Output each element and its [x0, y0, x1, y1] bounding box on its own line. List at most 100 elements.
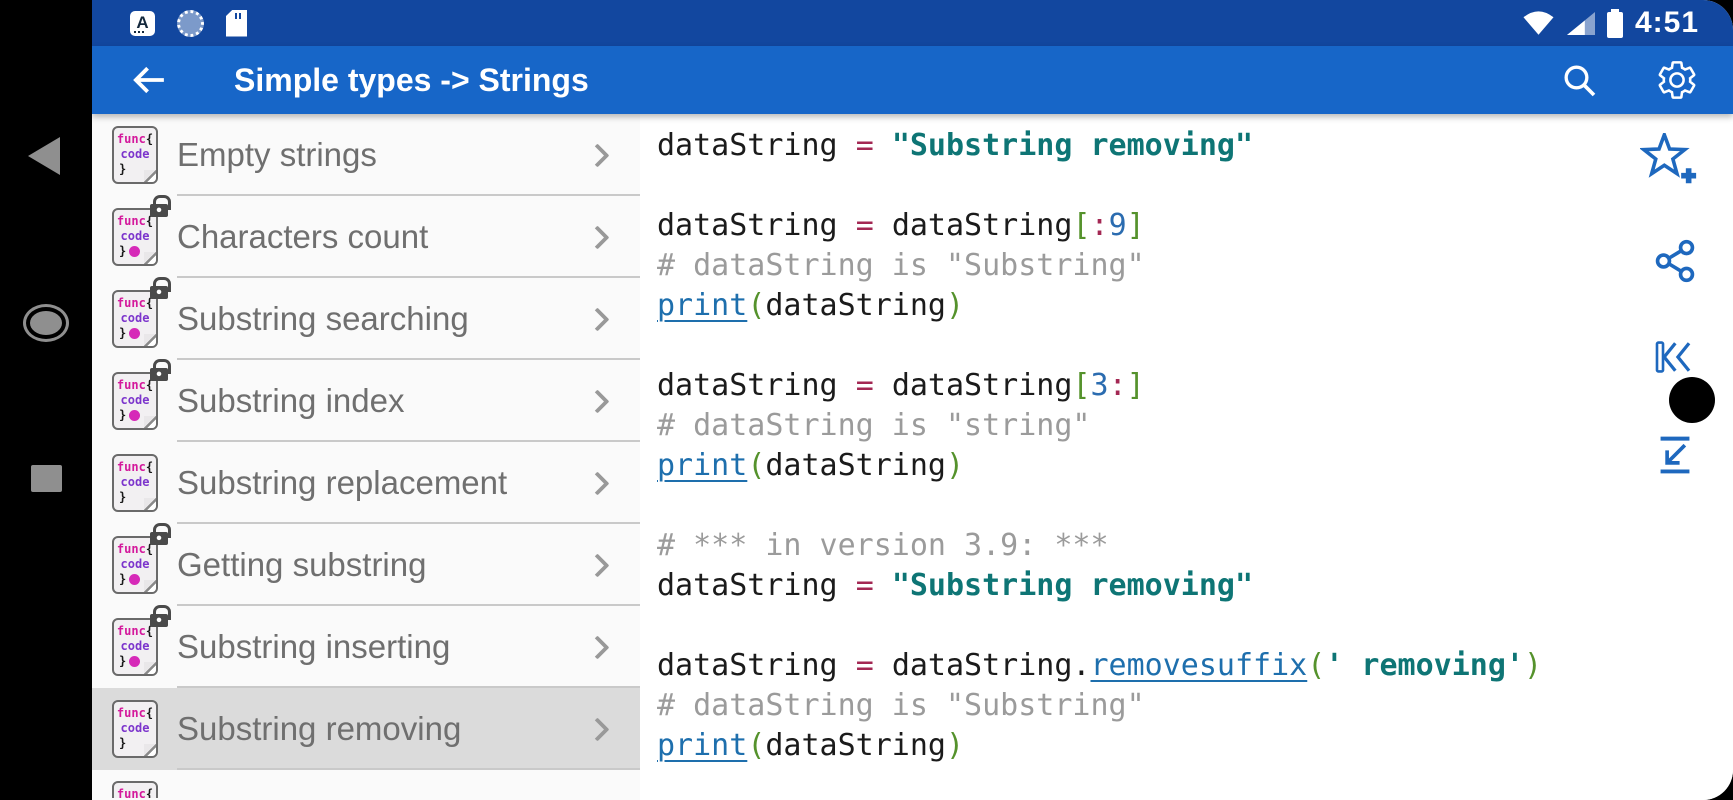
code-line: dataString = "Substring removing"	[657, 566, 1733, 606]
code-function-link[interactable]: removesuffix	[1090, 648, 1308, 683]
progress-dot	[129, 410, 141, 421]
sidebar-item-label: Substring searching	[177, 300, 469, 337]
sidebar-item-label: Substring index	[177, 382, 405, 419]
sidebar-item-substring-searching[interactable]: func{code}Substring searching	[92, 277, 640, 360]
code-recipe-doc-icon: func{code}	[112, 126, 158, 184]
code-line: dataString = dataString.removesuffix(' r…	[657, 646, 1733, 686]
back-arrow-icon[interactable]	[128, 59, 170, 101]
list-divider	[177, 604, 640, 606]
code-line: dataString = dataString[:9]	[657, 206, 1733, 246]
cell-signal-icon	[1566, 11, 1595, 35]
code-token: dataString	[657, 368, 856, 403]
page-title: Simple types -> Strings	[234, 61, 589, 98]
sidebar-item-label: Empty strings	[177, 136, 377, 173]
code-line	[657, 166, 1733, 206]
share-icon[interactable]	[1652, 238, 1698, 289]
code-token: :	[1108, 368, 1127, 403]
code-line: dataString = dataString[3:]	[657, 366, 1733, 406]
code-recipe-doc-icon: func{code}	[112, 277, 171, 348]
code-token: (	[747, 728, 766, 763]
code-recipe-doc-icon: func{code}	[112, 700, 158, 758]
search-icon[interactable]	[1559, 60, 1599, 100]
code-line: # dataString is "Substring"	[657, 686, 1733, 726]
code-token: ' removing'	[1325, 648, 1524, 683]
sidebar-item-characters-count[interactable]: func{code}Characters count	[92, 195, 640, 278]
status-right-cluster: 4:51	[1522, 6, 1699, 40]
code-token: )	[946, 728, 965, 763]
battery-icon	[1606, 8, 1623, 38]
code-line: # dataString is "string"	[657, 406, 1733, 446]
sidebar-item-empty-strings[interactable]: func{code} Empty strings	[92, 114, 640, 196]
sidebar-item-label: Substring replacement	[177, 464, 508, 501]
chevron-right-icon	[585, 388, 610, 414]
sidebar-item-substring-inserting[interactable]: func{code}Substring inserting	[92, 605, 640, 688]
code-token: dataString	[891, 208, 1073, 243]
code-token: dataString	[657, 648, 856, 683]
sidebar-item-label: Characters count	[177, 218, 429, 255]
app-screen: A 4:51 Simple types -	[92, 0, 1733, 800]
list-divider	[177, 276, 640, 278]
code-token: =	[855, 368, 892, 403]
code-token: )	[1524, 648, 1543, 683]
code-line: print(dataString)	[657, 286, 1733, 326]
progress-dot	[129, 574, 141, 585]
sidebar-item-label: Getting substring	[177, 546, 427, 583]
app-bar: Simple types -> Strings	[92, 46, 1733, 114]
code-token: =	[855, 128, 892, 163]
system-nav-bar	[0, 0, 92, 800]
code-token: (	[747, 448, 766, 483]
code-token: =	[855, 568, 892, 603]
sidebar-item-partial[interactable]: func{code}	[92, 770, 640, 798]
code-token: [	[1072, 208, 1091, 243]
sidebar-item-getting-substring[interactable]: func{code}Getting substring	[92, 523, 640, 606]
code-token: dataString	[765, 288, 946, 323]
code-token: (	[1307, 648, 1326, 683]
list-divider	[177, 686, 640, 688]
lock-icon	[150, 277, 171, 299]
code-line: # dataString is "Substring"	[657, 246, 1733, 286]
code-token: "Substring removing"	[891, 568, 1254, 603]
chevron-right-icon	[585, 716, 610, 742]
code-recipe-doc-icon: func{code}	[112, 523, 171, 594]
code-token: dataString	[765, 448, 946, 483]
code-line	[657, 326, 1733, 366]
code-token: # dataString is "string"	[657, 408, 1091, 443]
chevron-right-icon	[585, 552, 610, 578]
nav-home-button[interactable]	[23, 304, 69, 342]
sidebar-item-substring-replacement[interactable]: func{code}Substring replacement	[92, 442, 640, 524]
code-token: # dataString is "Substring"	[657, 688, 1145, 723]
sidebar-item-substring-index[interactable]: func{code}Substring index	[92, 359, 640, 442]
code-line: print(dataString)	[657, 446, 1733, 486]
code-token: # dataString is "Substring"	[657, 248, 1145, 283]
code-function-link[interactable]: print	[657, 448, 748, 483]
code-token: )	[946, 288, 965, 323]
list-divider	[177, 522, 640, 524]
sidebar-item-substring-removing[interactable]: func{code} Substring removing	[92, 688, 640, 770]
code-token: "Substring removing"	[891, 128, 1254, 163]
sync-progress-icon	[177, 9, 204, 37]
list-divider	[177, 440, 640, 442]
code-token: # *** in version 3.9: ***	[657, 528, 1109, 563]
code-function-link[interactable]: print	[657, 288, 748, 323]
code-block: dataString = "Substring removing" dataSt…	[657, 126, 1733, 766]
code-token: )	[946, 448, 965, 483]
add-favorite-star-icon[interactable]	[1638, 129, 1698, 192]
collapse-fit-arrow-icon[interactable]	[1654, 434, 1696, 481]
settings-gear-icon[interactable]	[1655, 58, 1699, 102]
code-function-link[interactable]: print	[657, 728, 748, 763]
code-token: (	[747, 288, 766, 323]
sidebar-item-label: Substring removing	[177, 710, 462, 747]
code-line: print(dataString)	[657, 726, 1733, 766]
nav-recents-button[interactable]	[31, 465, 62, 492]
code-token: dataString	[657, 568, 856, 603]
floating-overlay-button[interactable]	[1669, 377, 1715, 423]
notification-app-icon: A	[130, 10, 155, 36]
progress-dot	[129, 246, 141, 257]
code-token: [	[1072, 368, 1091, 403]
chevron-right-icon	[585, 470, 610, 496]
skip-to-start-icon[interactable]	[1653, 340, 1695, 379]
nav-back-button[interactable]	[28, 137, 60, 175]
lock-icon	[150, 195, 171, 217]
lock-icon	[150, 523, 171, 545]
chevron-right-icon	[585, 224, 610, 250]
